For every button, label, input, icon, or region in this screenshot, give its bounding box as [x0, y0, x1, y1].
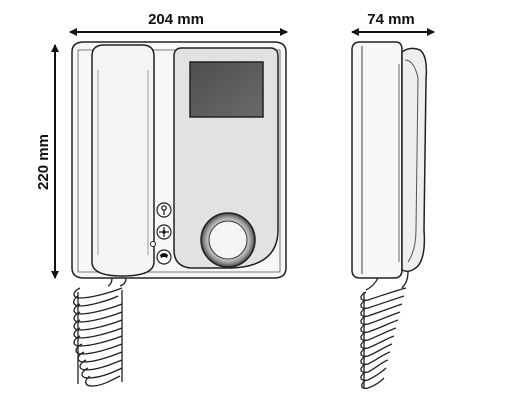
video-screen: [189, 61, 264, 118]
height-label: 220 mm: [35, 134, 52, 190]
side-base: [351, 41, 403, 279]
volume-knob[interactable]: [200, 212, 256, 268]
coiled-cord-front: [73, 277, 127, 387]
coiled-cord-side: [360, 271, 409, 390]
depth-label: 74 mm: [367, 11, 415, 28]
handset-icon: [160, 253, 168, 258]
navigation-button[interactable]: [156, 224, 172, 240]
directional-icon: [159, 227, 169, 237]
call-button[interactable]: [156, 249, 172, 265]
key-icon: [161, 205, 167, 215]
depth-dimension: 74 mm: [351, 11, 435, 36]
side-view: [351, 41, 428, 390]
side-handset-inner: [404, 59, 419, 263]
side-handset: [401, 47, 428, 273]
width-dimension: 204 mm: [69, 11, 288, 36]
front-view: [71, 41, 287, 387]
status-led: [150, 241, 156, 247]
width-label: 204 mm: [148, 11, 204, 28]
handset: [91, 44, 155, 277]
height-dimension: 220 mm: [35, 44, 59, 279]
door-release-button[interactable]: [156, 202, 172, 218]
